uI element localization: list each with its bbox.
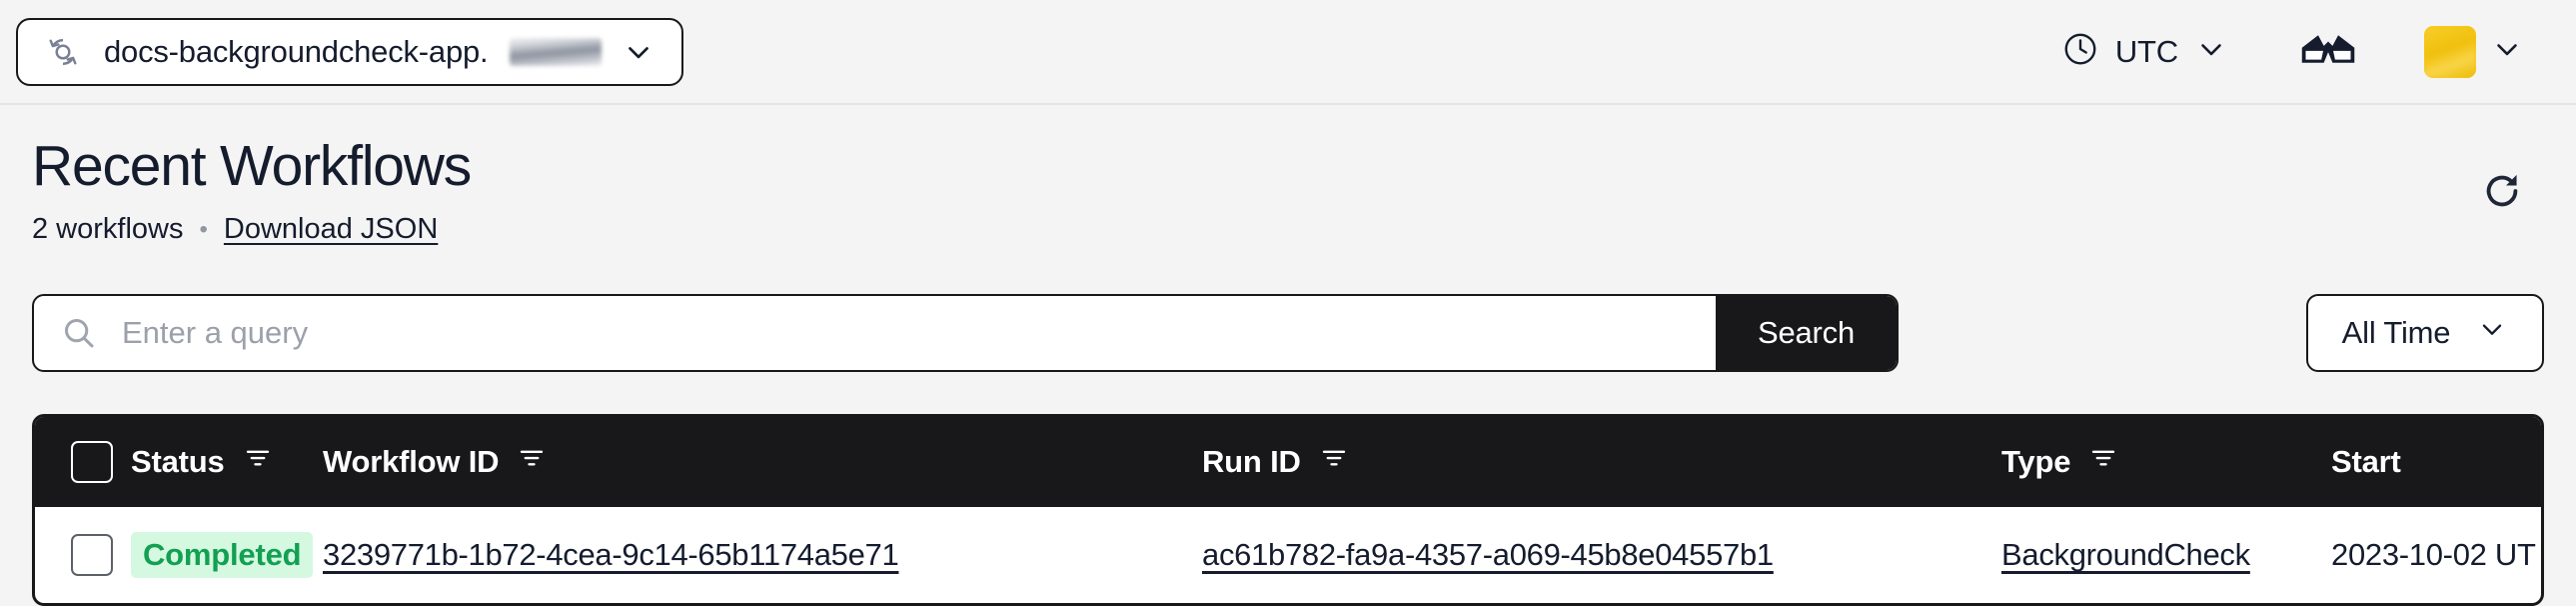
search-input[interactable] <box>114 315 1716 351</box>
cell-workflow-id: 3239771b-1b72-4cea-9c14-65b1174a5e71 <box>323 507 1202 603</box>
column-header-status[interactable]: Status <box>131 417 323 507</box>
3d-glasses-icon <box>2298 31 2358 72</box>
select-all-header <box>35 417 131 507</box>
workflow-id-link[interactable]: 3239771b-1b72-4cea-9c14-65b1174a5e71 <box>323 537 899 572</box>
workflows-table: Status Workflow ID <box>32 414 2544 606</box>
search-button[interactable]: Search <box>1715 296 1897 370</box>
table-header-row: Status Workflow ID <box>35 417 2541 507</box>
top-bar: docs-backgroundcheck-app. UTC <box>0 0 2576 105</box>
row-select-cell <box>35 507 131 603</box>
download-json-link[interactable]: Download JSON <box>223 213 439 245</box>
status-badge: Completed <box>131 532 314 578</box>
column-label-status: Status <box>131 444 225 479</box>
filter-icon[interactable] <box>243 443 273 481</box>
workflow-count: 2 workflows <box>32 213 184 245</box>
filter-icon[interactable] <box>1319 443 1349 481</box>
cell-run-id: ac61b782-fa9a-4357-a069-45b8e04557b1 <box>1202 507 2001 603</box>
chevron-down-icon <box>2476 313 2508 353</box>
cell-start: 2023-10-02 UT <box>2331 537 2536 572</box>
page-subtitle: 2 workflows • Download JSON <box>32 213 2576 246</box>
temporal-rotate-icon <box>42 31 84 73</box>
column-header-type[interactable]: Type <box>2001 417 2331 507</box>
avatar[interactable] <box>2424 25 2476 78</box>
clock-icon <box>2061 30 2099 73</box>
time-range-filter[interactable]: All Time <box>2306 294 2544 372</box>
filter-icon[interactable] <box>517 443 547 481</box>
select-all-checkbox[interactable] <box>71 441 113 483</box>
timezone-label: UTC <box>2114 33 2178 69</box>
page-content: Recent Workflows 2 workflows • Download … <box>0 105 2576 606</box>
workflow-type-link[interactable]: BackgroundCheck <box>2001 537 2250 572</box>
column-header-start[interactable]: Start <box>2331 417 2541 507</box>
column-label-type: Type <box>2001 444 2071 479</box>
column-label-workflow-id: Workflow ID <box>323 444 500 479</box>
refresh-button[interactable] <box>2472 163 2532 223</box>
separator-dot: • <box>199 215 208 243</box>
namespace-redacted-text <box>510 37 603 66</box>
top-bar-right: UTC <box>2047 21 2576 82</box>
3d-glasses-button[interactable] <box>2280 21 2376 82</box>
cell-status: Completed <box>131 507 323 603</box>
page-title: Recent Workflows <box>32 134 472 198</box>
namespace-selector[interactable]: docs-backgroundcheck-app. <box>16 17 684 86</box>
filter-icon[interactable] <box>2088 443 2118 481</box>
search-icon <box>34 314 114 352</box>
namespace-label: docs-backgroundcheck-app. <box>104 33 489 69</box>
chevron-down-icon[interactable] <box>2490 32 2524 71</box>
cell-type: BackgroundCheck <box>2001 507 2331 603</box>
chevron-down-icon[interactable] <box>2194 32 2228 71</box>
column-header-workflow-id[interactable]: Workflow ID <box>323 417 1202 507</box>
chevron-down-icon[interactable] <box>622 35 655 69</box>
run-id-link[interactable]: ac61b782-fa9a-4357-a069-45b8e04557b1 <box>1202 537 1774 572</box>
row-checkbox[interactable] <box>71 534 113 576</box>
time-range-label: All Time <box>2341 315 2451 350</box>
table-row[interactable]: Completed 3239771b-1b72-4cea-9c14-65b117… <box>35 507 2541 603</box>
search-row: Search All Time <box>32 294 2544 372</box>
search-box[interactable]: Search <box>32 294 1899 372</box>
column-label-run-id: Run ID <box>1202 444 1301 479</box>
timezone-selector[interactable]: UTC <box>2047 22 2242 81</box>
column-label-start: Start <box>2331 444 2401 479</box>
user-menu[interactable] <box>2424 25 2524 78</box>
column-header-run-id[interactable]: Run ID <box>1202 417 2001 507</box>
refresh-icon <box>2479 168 2525 219</box>
